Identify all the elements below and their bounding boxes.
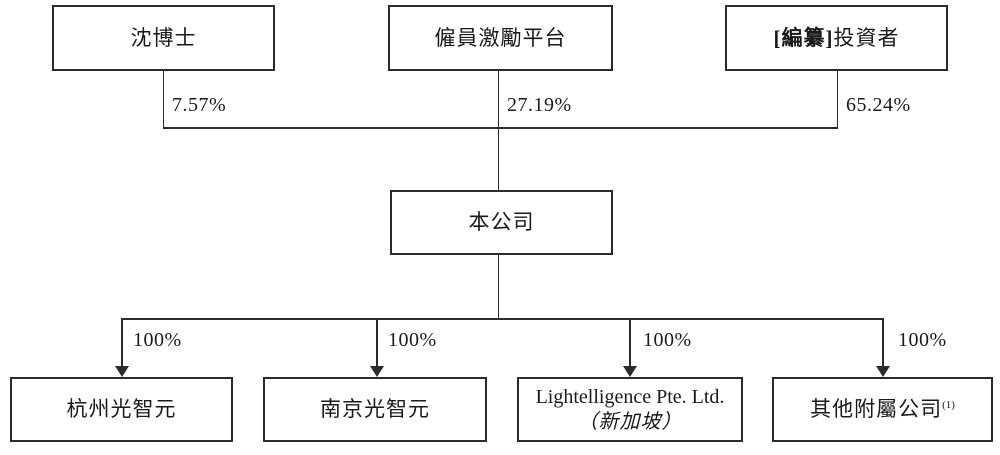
node-employee-incentive-platform: 僱員激勵平台	[388, 5, 613, 71]
node-other-subsidiaries: 其他附屬公司(1)	[772, 377, 993, 442]
arrow-down-icon	[876, 366, 890, 377]
ownership-pct-platform: 27.19%	[507, 94, 572, 116]
node-company: 本公司	[390, 190, 613, 255]
arrow-down-icon	[115, 366, 129, 377]
node-lightelligence-location: （新加坡）	[577, 410, 683, 433]
node-redacted-investors-label: [編纂]投資者	[774, 25, 900, 51]
connector-top-bus	[162, 127, 838, 129]
ownership-pct-nanjing: 100%	[388, 329, 437, 351]
node-nanjing-lightelligence: 南京光智元	[263, 377, 487, 442]
connector-hangzhou-stem	[121, 318, 123, 367]
node-hangzhou-label: 杭州光智元	[66, 397, 177, 422]
connector-bottom-bus	[121, 318, 883, 320]
node-other-subsidiaries-label: 其他附屬公司(1)	[810, 396, 955, 422]
node-redacted-investors: [編纂]投資者	[725, 5, 948, 71]
ownership-pct-investors: 65.24%	[846, 94, 911, 116]
connector-other-stem	[882, 318, 884, 367]
connector-shen-drop	[162, 71, 165, 128]
node-dr-shen-label: 沈博士	[130, 25, 197, 50]
node-lightelligence-singapore: Lightelligence Pte. Ltd. （新加坡）	[517, 377, 743, 442]
node-nanjing-label: 南京光智元	[320, 397, 430, 422]
node-lightelligence-name: Lightelligence Pte. Ltd.	[535, 385, 725, 408]
ownership-pct-lightelligence: 100%	[643, 329, 692, 351]
ownership-pct-hangzhou: 100%	[133, 329, 182, 351]
node-hangzhou-lightelligence: 杭州光智元	[10, 377, 233, 442]
footnote-marker: (1)	[942, 399, 955, 412]
ownership-pct-shen: 7.57%	[172, 94, 227, 116]
redacted-marker: [編纂]	[773, 25, 834, 50]
connector-lightelligence-stem	[629, 318, 631, 367]
connector-nanjing-stem	[376, 318, 378, 367]
ownership-pct-other: 100%	[898, 329, 947, 351]
arrow-down-icon	[370, 366, 384, 377]
other-subsidiaries-text: 其他附屬公司	[810, 397, 943, 422]
connector-company-drop	[497, 255, 500, 319]
node-dr-shen: 沈博士	[52, 5, 275, 71]
connector-platform-drop	[497, 71, 500, 190]
investors-text: 投資者	[833, 25, 900, 50]
connector-investors-drop	[836, 71, 839, 128]
node-company-label: 本公司	[468, 210, 535, 235]
arrow-down-icon	[623, 366, 637, 377]
node-employee-incentive-platform-label: 僱員激勵平台	[434, 25, 567, 50]
